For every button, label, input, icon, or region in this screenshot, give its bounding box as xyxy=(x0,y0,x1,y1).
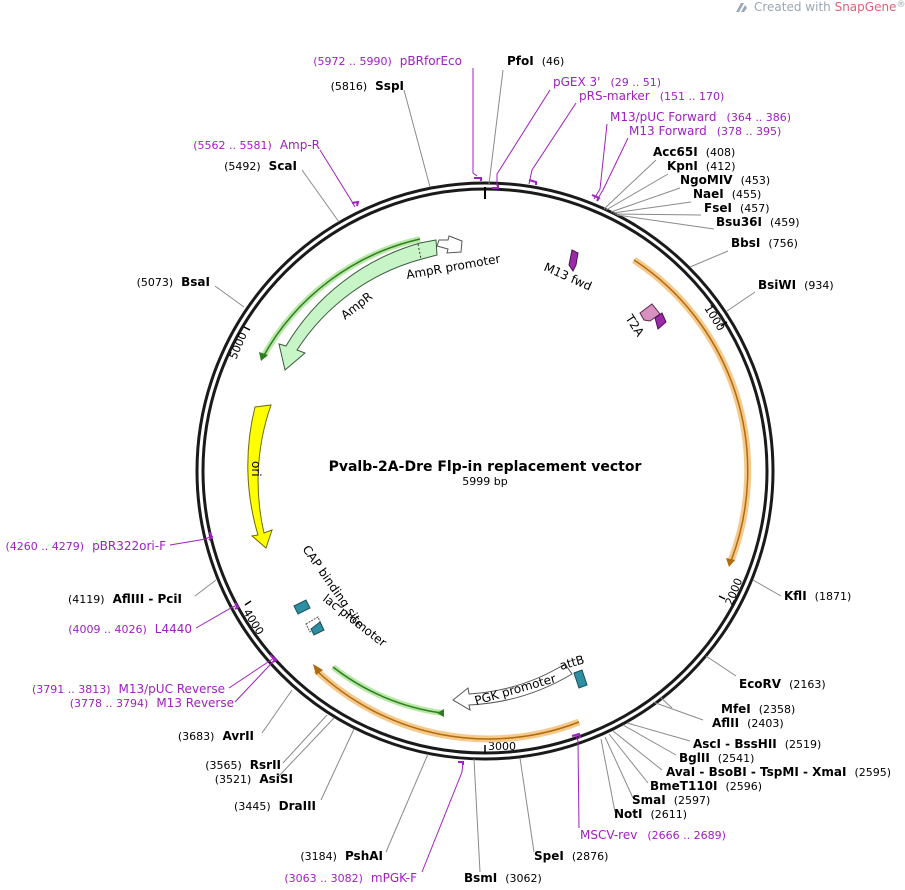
green-feature-bottom xyxy=(331,664,444,717)
tick-4000: 4000 xyxy=(240,607,266,638)
enzyme-acc65i: Acc65I(408) xyxy=(653,145,735,159)
primer-amp-r: (5562 .. 5581)Amp-R xyxy=(193,138,320,152)
enzyme-kfli: KflI(1871) xyxy=(784,589,851,603)
primer-m13-reverse: (3778 .. 3794)M13 Reverse xyxy=(70,696,234,710)
t2a-feature: T2A xyxy=(622,303,667,340)
primer-m13-puc-forward: M13/pUC Forward(364 .. 386) xyxy=(610,110,791,124)
primer-mscv-rev: MSCV-rev(2666 .. 2689) xyxy=(580,828,726,842)
pgk-promoter-label: PGK promoter xyxy=(473,671,558,708)
m13-fwd-feature: M13 fwd xyxy=(542,249,594,293)
lac-promoter-label: lac promoter xyxy=(320,591,389,649)
enzyme-scai: (5492)ScaI xyxy=(224,159,297,173)
enzyme-afliii-pcii: (4119)AflIII - PciI xyxy=(68,592,182,606)
svg-text:Created with SnapGene®: Created with SnapGene® xyxy=(754,0,905,14)
enzyme-bsiwi: BsiWI(934) xyxy=(758,278,834,292)
green-feature-top xyxy=(259,236,421,361)
primer-m13-puc-reverse: (3791 .. 3813)M13/pUC Reverse xyxy=(32,682,225,696)
enzyme-rsrii: (3565)RsrII xyxy=(205,758,281,772)
watermark-suffix: ® xyxy=(896,0,905,10)
enzyme-bglii: BglII(2541) xyxy=(679,751,754,765)
pgk-promoter-feature: PGK promoter xyxy=(452,663,573,711)
primer-m13-forward: M13 Forward(378 .. 395) xyxy=(629,124,781,138)
cap-lac-features: CAP binding site lac promoter xyxy=(293,543,389,650)
enzyme-asci-bsshii: AscI - BssHII(2519) xyxy=(693,737,821,751)
primer-l4440: (4009 .. 4026)L4440 xyxy=(68,622,192,636)
enzyme-aval-group: AvaI - BsoBI - TspMI - XmaI(2595) xyxy=(666,765,891,779)
primer-pbrforeco: (5972 .. 5990)pBRforEco xyxy=(313,54,462,68)
snapgene-logo-icon xyxy=(736,3,747,12)
orange-feature-bottom xyxy=(313,664,581,743)
enzyme-bbsi: BbsI(756) xyxy=(731,236,798,250)
enzyme-labels: PfoI(46) Acc65I(408) KpnI(412) NgoMIV(45… xyxy=(68,54,891,885)
enzyme-pshai: (3184)PshAI xyxy=(300,849,383,863)
enzyme-ngomiv: NgoMIV(453) xyxy=(680,173,770,187)
enzyme-kpni: KpnI(412) xyxy=(667,159,736,173)
watermark-brand: SnapGene xyxy=(835,0,897,14)
enzyme-draiii: (3445)DraIII xyxy=(234,799,316,813)
orange-feature-right xyxy=(632,257,752,567)
enzyme-leader-lines xyxy=(194,69,782,873)
enzyme-sspi: (5816)SspI xyxy=(331,79,404,93)
ori-label: ori xyxy=(249,461,263,477)
enzyme-bsmi: BsmI(3062) xyxy=(464,871,542,885)
attb-feature: attB xyxy=(558,653,588,689)
enzyme-asisi: (3521)AsiSI xyxy=(215,772,293,786)
enzyme-bsu36i: Bsu36I(459) xyxy=(716,215,800,229)
watermark-prefix: Created with xyxy=(754,0,835,14)
ori-feature: ori xyxy=(247,404,273,549)
primer-prs-marker: pRS-marker(151 .. 170) xyxy=(579,89,724,103)
enzyme-naei: NaeI(455) xyxy=(693,187,761,201)
enzyme-bsai: (5073)BsaI xyxy=(137,275,210,289)
primer-mpgk-f: (3063 .. 3082)mPGK-F xyxy=(284,871,417,885)
map-size: 5999 bp xyxy=(462,475,507,488)
enzyme-noti: NotI(2611) xyxy=(614,807,687,821)
enzyme-bmet110i: BmeT110I(2596) xyxy=(650,779,762,793)
m13-fwd-label: M13 fwd xyxy=(542,260,594,293)
enzyme-pfoi: PfoI(46) xyxy=(507,54,564,68)
enzyme-mfei: MfeI(2358) xyxy=(721,702,795,716)
tick-3000: 3000 xyxy=(488,740,516,753)
primer-pgex3: pGEX 3'(29 .. 51) xyxy=(553,75,661,89)
enzyme-fsei: FseI(457) xyxy=(704,201,770,215)
enzyme-smai: SmaI(2597) xyxy=(632,793,710,807)
primer-pbr322ori-f: (4260 .. 4279)pBR322ori-F xyxy=(6,539,167,553)
enzyme-aflii: AflII(2403) xyxy=(712,716,784,730)
enzyme-ecorv: EcoRV(2163) xyxy=(739,677,826,691)
primer-markers xyxy=(208,177,601,765)
attb-label: attB xyxy=(558,653,586,673)
enzyme-avrii: (3683)AvrII xyxy=(178,729,254,743)
snapgene-watermark: Created with SnapGene® xyxy=(736,0,905,14)
primer-labels: (5972 .. 5990)pBRforEco pGEX 3'(29 .. 51… xyxy=(6,54,792,885)
enzyme-spei: SpeI(2876) xyxy=(534,849,608,863)
map-title: Pvalb-2A-Dre Flp-in replacement vector xyxy=(329,459,642,475)
